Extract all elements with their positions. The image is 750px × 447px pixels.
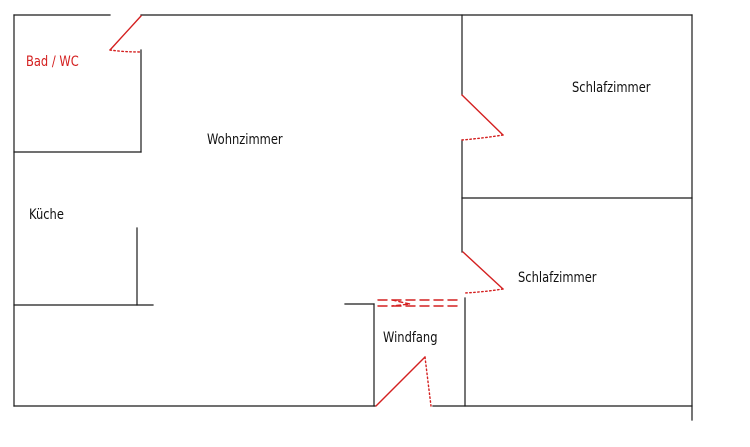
room-label-living-room: Wohnzimmer bbox=[207, 132, 283, 148]
doors bbox=[109, 15, 504, 407]
room-label-windfang: Windfang bbox=[383, 330, 438, 346]
room-label-bedroom-2: Schlafzimmer bbox=[518, 270, 597, 286]
bathroom-door-leaf bbox=[109, 15, 142, 51]
bedroom1-door-swing bbox=[461, 134, 504, 141]
bedroom2-door-swing bbox=[464, 288, 504, 294]
room-label-bedroom-1: Schlafzimmer bbox=[572, 80, 651, 96]
room-label-kitchen: Küche bbox=[29, 207, 64, 223]
entrance-door-swing bbox=[424, 356, 432, 407]
entrance-door-leaf bbox=[375, 356, 426, 407]
bedroom2-door-leaf bbox=[462, 251, 504, 290]
room-label-bathroom: Bad / WC bbox=[26, 54, 79, 70]
bathroom-door-swing bbox=[109, 49, 142, 53]
bedroom1-door-leaf bbox=[461, 94, 504, 136]
walls bbox=[13, 14, 693, 421]
windfang-inner-door-arc bbox=[391, 299, 411, 307]
